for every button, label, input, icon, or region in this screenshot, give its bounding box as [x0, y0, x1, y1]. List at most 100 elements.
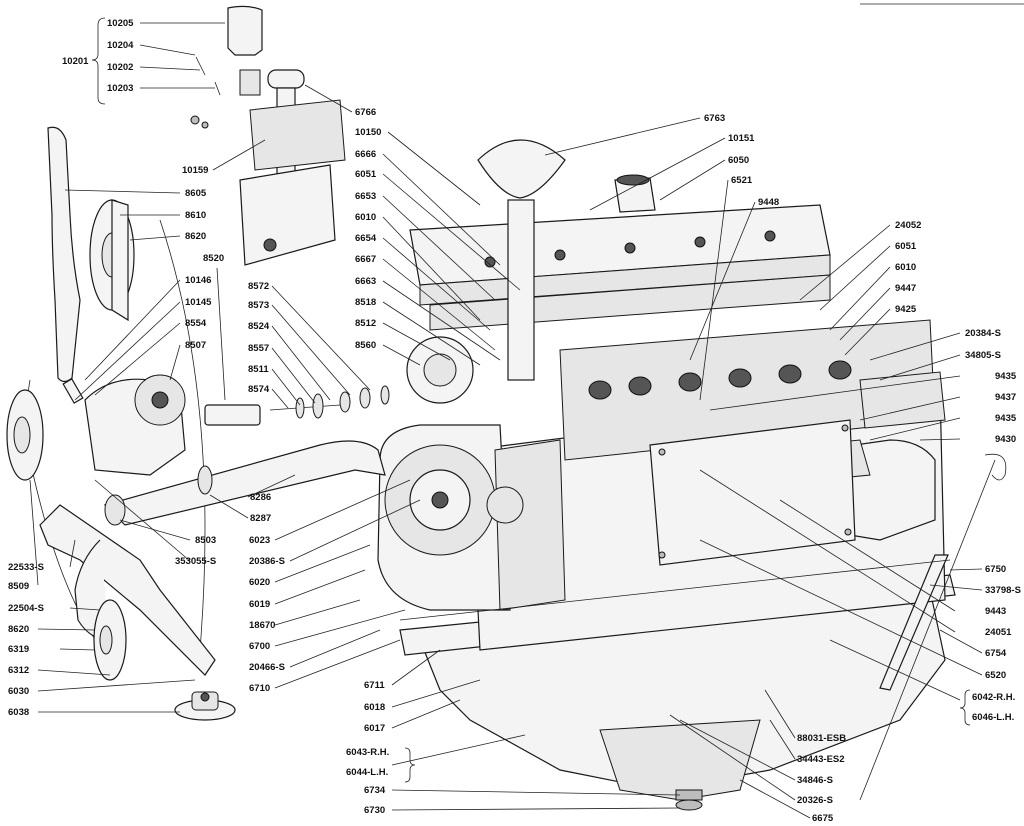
label-9425: 9425: [895, 304, 917, 315]
label-6051-right: 6051: [895, 241, 917, 252]
label-6663: 6663: [355, 276, 376, 287]
label-6763: 6763: [704, 113, 725, 124]
pump-shaft: [269, 404, 341, 411]
label-10150: 10150: [355, 127, 381, 138]
hose-clamp: [197, 465, 213, 495]
small-washer: [201, 121, 209, 129]
label-10202: 10202: [107, 62, 133, 73]
label-20466-S: 20466-S: [249, 662, 285, 673]
fan-pulley-rim: [111, 199, 129, 322]
pump-shaft-parts: [204, 385, 390, 426]
dipstick: [859, 459, 996, 801]
label-22504-S: 22504-S: [8, 603, 44, 614]
label-9437: 9437: [995, 392, 1016, 403]
label-6710: 6710: [249, 683, 270, 694]
fan-blade-upper: [47, 126, 81, 383]
label-9443: 9443: [985, 606, 1006, 617]
label-22533-S: 22533-S: [8, 562, 44, 573]
oil-pump-cover: [249, 99, 346, 171]
label-10205: 10205: [107, 18, 134, 29]
group-bracket-6042: [959, 689, 971, 726]
label-6312: 6312: [8, 665, 29, 676]
oil-filler-cap: [477, 139, 566, 199]
label-8524: 8524: [248, 321, 270, 332]
hose-end: [104, 494, 126, 526]
label-9447: 9447: [895, 283, 916, 294]
label-20386-S: 20386-S: [249, 556, 285, 567]
bolt: [658, 448, 666, 456]
label-24052: 24052: [895, 220, 921, 231]
label-6730: 6730: [364, 805, 385, 816]
crank-pulley-hub: [13, 416, 31, 454]
group-bracket-6043: [404, 747, 416, 783]
label-6051-top: 6051: [355, 169, 377, 180]
pump-bolt: [62, 378, 84, 404]
label-6020: 6020: [249, 577, 270, 588]
outlet-opening: [616, 174, 650, 186]
oil-filler-tube: [507, 199, 535, 381]
group-bracket-10201: [91, 17, 106, 105]
label-6766: 6766: [355, 107, 376, 118]
pump-opening: [151, 391, 169, 409]
generator-bracket: [39, 504, 216, 676]
bolt: [658, 551, 666, 559]
label-8574: 8574: [248, 384, 270, 395]
label-6023: 6023: [249, 535, 270, 546]
drain-washer: [675, 799, 703, 811]
small-pin: [214, 81, 221, 96]
label-8620-bottom: 8620: [8, 624, 29, 635]
label-8512: 8512: [355, 318, 376, 329]
label-6018: 6018: [364, 702, 385, 713]
pump-body-hole: [263, 238, 277, 252]
label-8509: 8509: [8, 581, 29, 592]
small-bolt: [195, 56, 206, 76]
engine-assembly: [377, 139, 1007, 811]
label-10203: 10203: [107, 83, 133, 94]
bolt: [844, 528, 852, 536]
front-plate: [494, 439, 566, 611]
label-10204: 10204: [107, 40, 134, 51]
label-10201: 10201: [62, 56, 89, 67]
label-8520: 8520: [203, 253, 224, 264]
label-6050: 6050: [728, 155, 749, 166]
label-8605: 8605: [185, 188, 207, 199]
pump-bushing: [204, 404, 261, 426]
valve-cover-bolts: [658, 424, 852, 559]
head-hole: [694, 236, 706, 248]
label-6754: 6754: [985, 648, 1007, 659]
label-6017: 6017: [364, 723, 385, 734]
hose-pipe: [103, 440, 386, 526]
oil-pump-cap: [267, 69, 305, 89]
head-hole: [764, 230, 776, 242]
label-88031-ESB: 88031-ESB: [797, 733, 846, 744]
radiator-hose: [103, 440, 386, 526]
fan-and-pump-assembly: [6, 126, 236, 721]
label-10159: 10159: [182, 165, 208, 176]
label-6666: 6666: [355, 149, 376, 160]
cylinder-bores: [588, 360, 852, 400]
label-6654: 6654: [355, 233, 377, 244]
packing-nut: [359, 387, 371, 409]
bolt: [841, 424, 849, 432]
label-6030: 6030: [8, 686, 29, 697]
head-hole: [554, 249, 566, 261]
label-6653: 6653: [355, 191, 376, 202]
label-6734: 6734: [364, 785, 386, 796]
small-nut: [190, 115, 200, 125]
label-6038: 6038: [8, 707, 29, 718]
head-bolt-holes: [484, 230, 776, 268]
label-8560: 8560: [355, 340, 376, 351]
label-8554: 8554: [185, 318, 207, 329]
mount-hole: [200, 692, 210, 702]
bore: [678, 372, 702, 392]
oil-pan-sump: [599, 719, 761, 801]
label-6700: 6700: [249, 641, 270, 652]
bore: [728, 368, 752, 388]
label-6019: 6019: [249, 599, 270, 610]
bore: [588, 380, 612, 400]
dipstick-tube: [879, 554, 949, 691]
bore: [628, 376, 652, 396]
label-6010-right: 6010: [895, 262, 916, 273]
label-8518: 8518: [355, 297, 376, 308]
label-9430: 9430: [995, 434, 1016, 445]
